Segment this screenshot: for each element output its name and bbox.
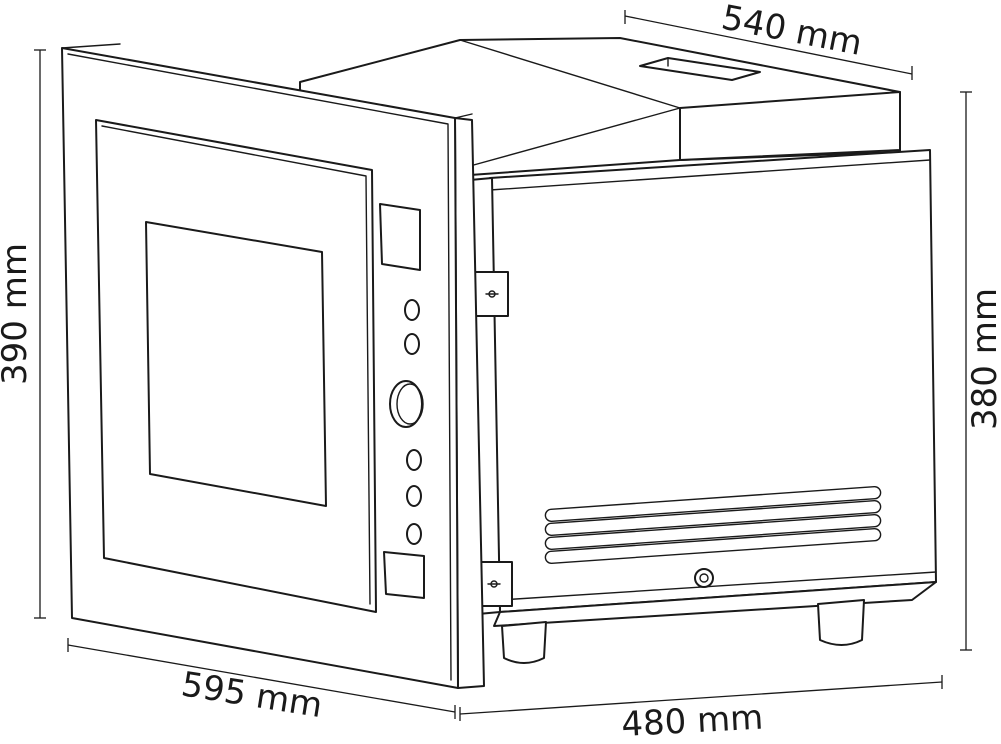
top-housing-front-block bbox=[679, 91, 901, 161]
dim-line-front-width bbox=[67, 644, 456, 713]
front-frame bbox=[61, 43, 485, 689]
display-panel bbox=[379, 203, 421, 271]
door-release-button bbox=[383, 551, 425, 599]
label-front-height: 390 mm bbox=[0, 243, 35, 385]
front-foot bbox=[501, 621, 547, 664]
top-vent-cap bbox=[639, 57, 761, 81]
ground-screw bbox=[694, 568, 714, 588]
control-knob bbox=[389, 380, 423, 428]
label-top-depth: 540 mm bbox=[718, 0, 865, 64]
control-buttons bbox=[389, 299, 424, 545]
dimension-lines bbox=[34, 10, 972, 721]
dim-line-top-depth bbox=[624, 15, 913, 75]
button-4 bbox=[406, 485, 422, 507]
label-front-width: 595 mm bbox=[179, 664, 325, 726]
side-vent-slots bbox=[544, 485, 882, 565]
rear-foot bbox=[817, 599, 865, 646]
viewing-window bbox=[145, 221, 327, 507]
bottom-skirt bbox=[493, 581, 937, 627]
button-3 bbox=[406, 449, 422, 471]
side-panel bbox=[489, 149, 937, 613]
label-body-depth: 480 mm bbox=[620, 698, 764, 744]
button-1 bbox=[404, 299, 420, 321]
button-5 bbox=[406, 523, 422, 545]
dim-line-body-depth bbox=[459, 681, 943, 715]
button-2 bbox=[404, 333, 420, 355]
label-body-height: 380 mm bbox=[965, 288, 1001, 430]
